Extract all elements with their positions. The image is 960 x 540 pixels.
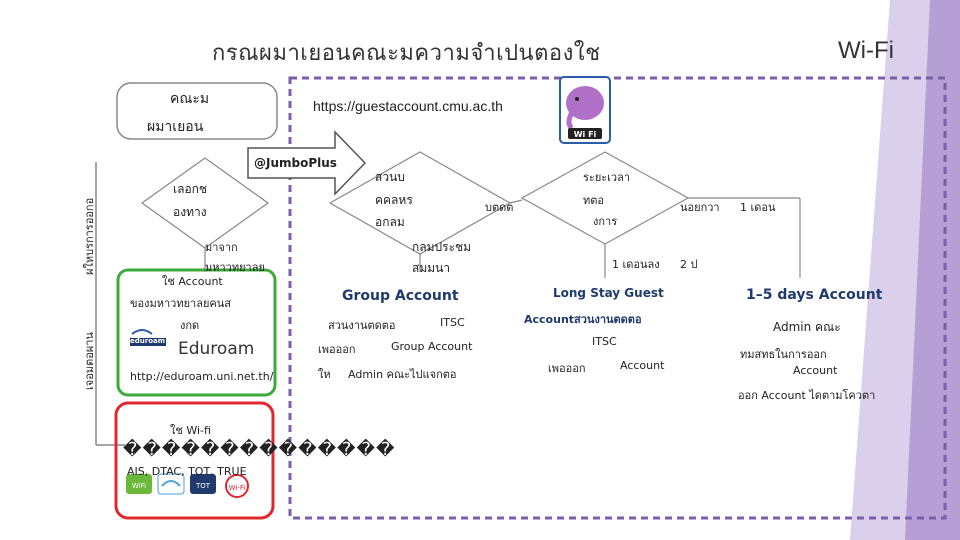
from-line1: มาจาก bbox=[205, 241, 238, 254]
svg-text:WiFi: WiFi bbox=[132, 482, 146, 490]
from-line3: ใช Account bbox=[162, 275, 223, 288]
choose-line1: เลอกช bbox=[173, 182, 208, 196]
guest-box-shape bbox=[116, 82, 278, 140]
page-title: กรณผมาเยอนคณะมความจำเปนตองใช bbox=[212, 41, 601, 66]
duration-more: 1 เดอนลง bbox=[612, 258, 660, 271]
long-stay-heading: Long Stay Guest bbox=[553, 286, 664, 300]
group-account-line2b: Group Account bbox=[391, 340, 473, 353]
guest-account-url[interactable]: https://guestaccount.cmu.ac.th bbox=[313, 98, 503, 114]
provider-boxes: �������������� bbox=[123, 439, 396, 460]
guest-box-line2: ผมาเยอน bbox=[147, 119, 204, 135]
duration-two-year: 2 ป bbox=[680, 258, 698, 271]
red-box bbox=[114, 401, 275, 520]
eduroam-link[interactable]: http://eduroam.uni.net.th/ bbox=[130, 370, 274, 383]
duration-one-month: 1 เดอน bbox=[740, 201, 776, 214]
eduroam-logo-text: eduroam bbox=[130, 337, 166, 345]
green-box bbox=[116, 268, 277, 397]
eduroam-label: Eduroam bbox=[178, 339, 255, 359]
provider-line1: ใช Wi-fi bbox=[170, 424, 211, 437]
arrow-label: @JumboPlus bbox=[254, 156, 337, 170]
eduroam-logo-graphic bbox=[128, 326, 168, 348]
center-line2: คคลหร bbox=[375, 193, 413, 207]
page-title-wifi: Wi-Fi bbox=[838, 37, 894, 64]
short-stay-line3: Account bbox=[793, 364, 838, 377]
group-account-line1b: ITSC bbox=[440, 316, 465, 329]
center-line4: กลมประชม bbox=[412, 240, 472, 254]
group-account-heading: Group Account bbox=[342, 288, 459, 304]
duration-line1: ระยะเวลา bbox=[583, 171, 631, 184]
group-account-line2a: เพอออก bbox=[318, 343, 356, 356]
short-stay-heading: 1–5 days Account bbox=[746, 287, 883, 303]
short-stay-line2: ทมสทธในการออก bbox=[740, 348, 827, 361]
svg-text:Wi-Fi: Wi-Fi bbox=[229, 484, 246, 492]
long-stay-line2: ITSC bbox=[592, 335, 617, 348]
guest-box-line1: คณะม bbox=[170, 91, 210, 107]
long-stay-line1: Accountสวนงานตดตอ bbox=[524, 313, 642, 326]
duration-line3: งการ bbox=[593, 215, 618, 228]
from-line2: มหาวทยาลย bbox=[205, 261, 265, 274]
from-line4: ของมหาวทยาลยคนส bbox=[130, 297, 232, 310]
long-stay-line3b: Account bbox=[620, 359, 665, 372]
long-stay-line3a: เพอออก bbox=[548, 362, 586, 375]
arrow-shape bbox=[247, 130, 367, 196]
provider-operators: AIS, DTAC, TOT, TRUE bbox=[127, 465, 247, 478]
center-line1: สวนบ bbox=[375, 170, 405, 184]
center-line5: สมมนา bbox=[412, 261, 451, 275]
connector-center-right bbox=[509, 199, 523, 204]
from-line5: งกด bbox=[180, 319, 200, 332]
group-account-line1a: สวนงานตดตอ bbox=[328, 319, 396, 332]
duration-line2: ทตอ bbox=[583, 194, 605, 207]
group-account-line3b: Admin คณะไปแจกตอ bbox=[348, 368, 457, 381]
short-stay-line4: ออก Account ไดตามโควตา bbox=[738, 389, 876, 402]
duration-diamond bbox=[520, 151, 690, 245]
svg-text:TOT: TOT bbox=[195, 482, 211, 490]
provider-logos: WiFi TOT Wi-Fi bbox=[126, 473, 249, 498]
dashed-frame bbox=[288, 76, 947, 520]
side-label-admin: ผใหบรการออกอ bbox=[83, 197, 96, 275]
center-contact: บตดต bbox=[485, 201, 514, 214]
side-label-agency: เจอมตอผาน bbox=[83, 332, 96, 390]
center-line3: อกลม bbox=[375, 215, 405, 229]
duration-less: นอยกวา bbox=[680, 201, 720, 214]
short-stay-line1: Admin คณะ bbox=[773, 320, 841, 334]
svg-text:Wi Fi: Wi Fi bbox=[574, 130, 597, 139]
group-account-line3a: ให bbox=[318, 368, 331, 381]
choose-line2: องทาง bbox=[173, 205, 207, 219]
elephant-wifi-logo: Wi Fi bbox=[559, 76, 611, 144]
